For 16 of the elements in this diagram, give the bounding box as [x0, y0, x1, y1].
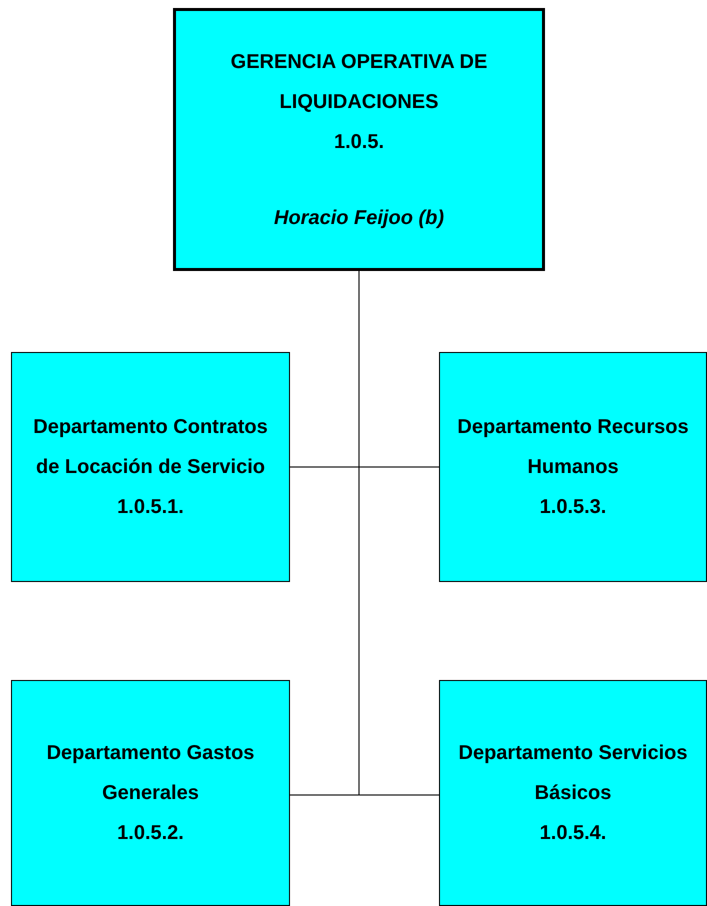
org-box	[11, 680, 290, 906]
unit-name: Departamento Recursos Humanos	[456, 415, 690, 480]
unit-code: 1.0.5.	[334, 130, 384, 154]
unit-name: Departamento Servicios Básicos	[458, 741, 688, 806]
unit-code: 1.0.5.2.	[117, 821, 184, 846]
unit-code: 1.0.5.3.	[540, 495, 606, 520]
org-box	[439, 680, 707, 906]
manager-name: Horacio Feijoo (b)	[274, 206, 444, 230]
unit-name: Departamento Contratos de Locación de Servicio	[32, 415, 269, 480]
unit-code: 1.0.5.1.	[117, 495, 184, 520]
unit-code: 1.0.5.4.	[540, 821, 606, 846]
unit-name: Departamento Gastos Generales	[46, 741, 256, 806]
org-box	[11, 352, 290, 582]
org-box	[173, 8, 545, 271]
unit-name: GERENCIA OPERATIVA DE LIQUIDACIONES	[230, 50, 488, 114]
org-box	[439, 352, 707, 582]
